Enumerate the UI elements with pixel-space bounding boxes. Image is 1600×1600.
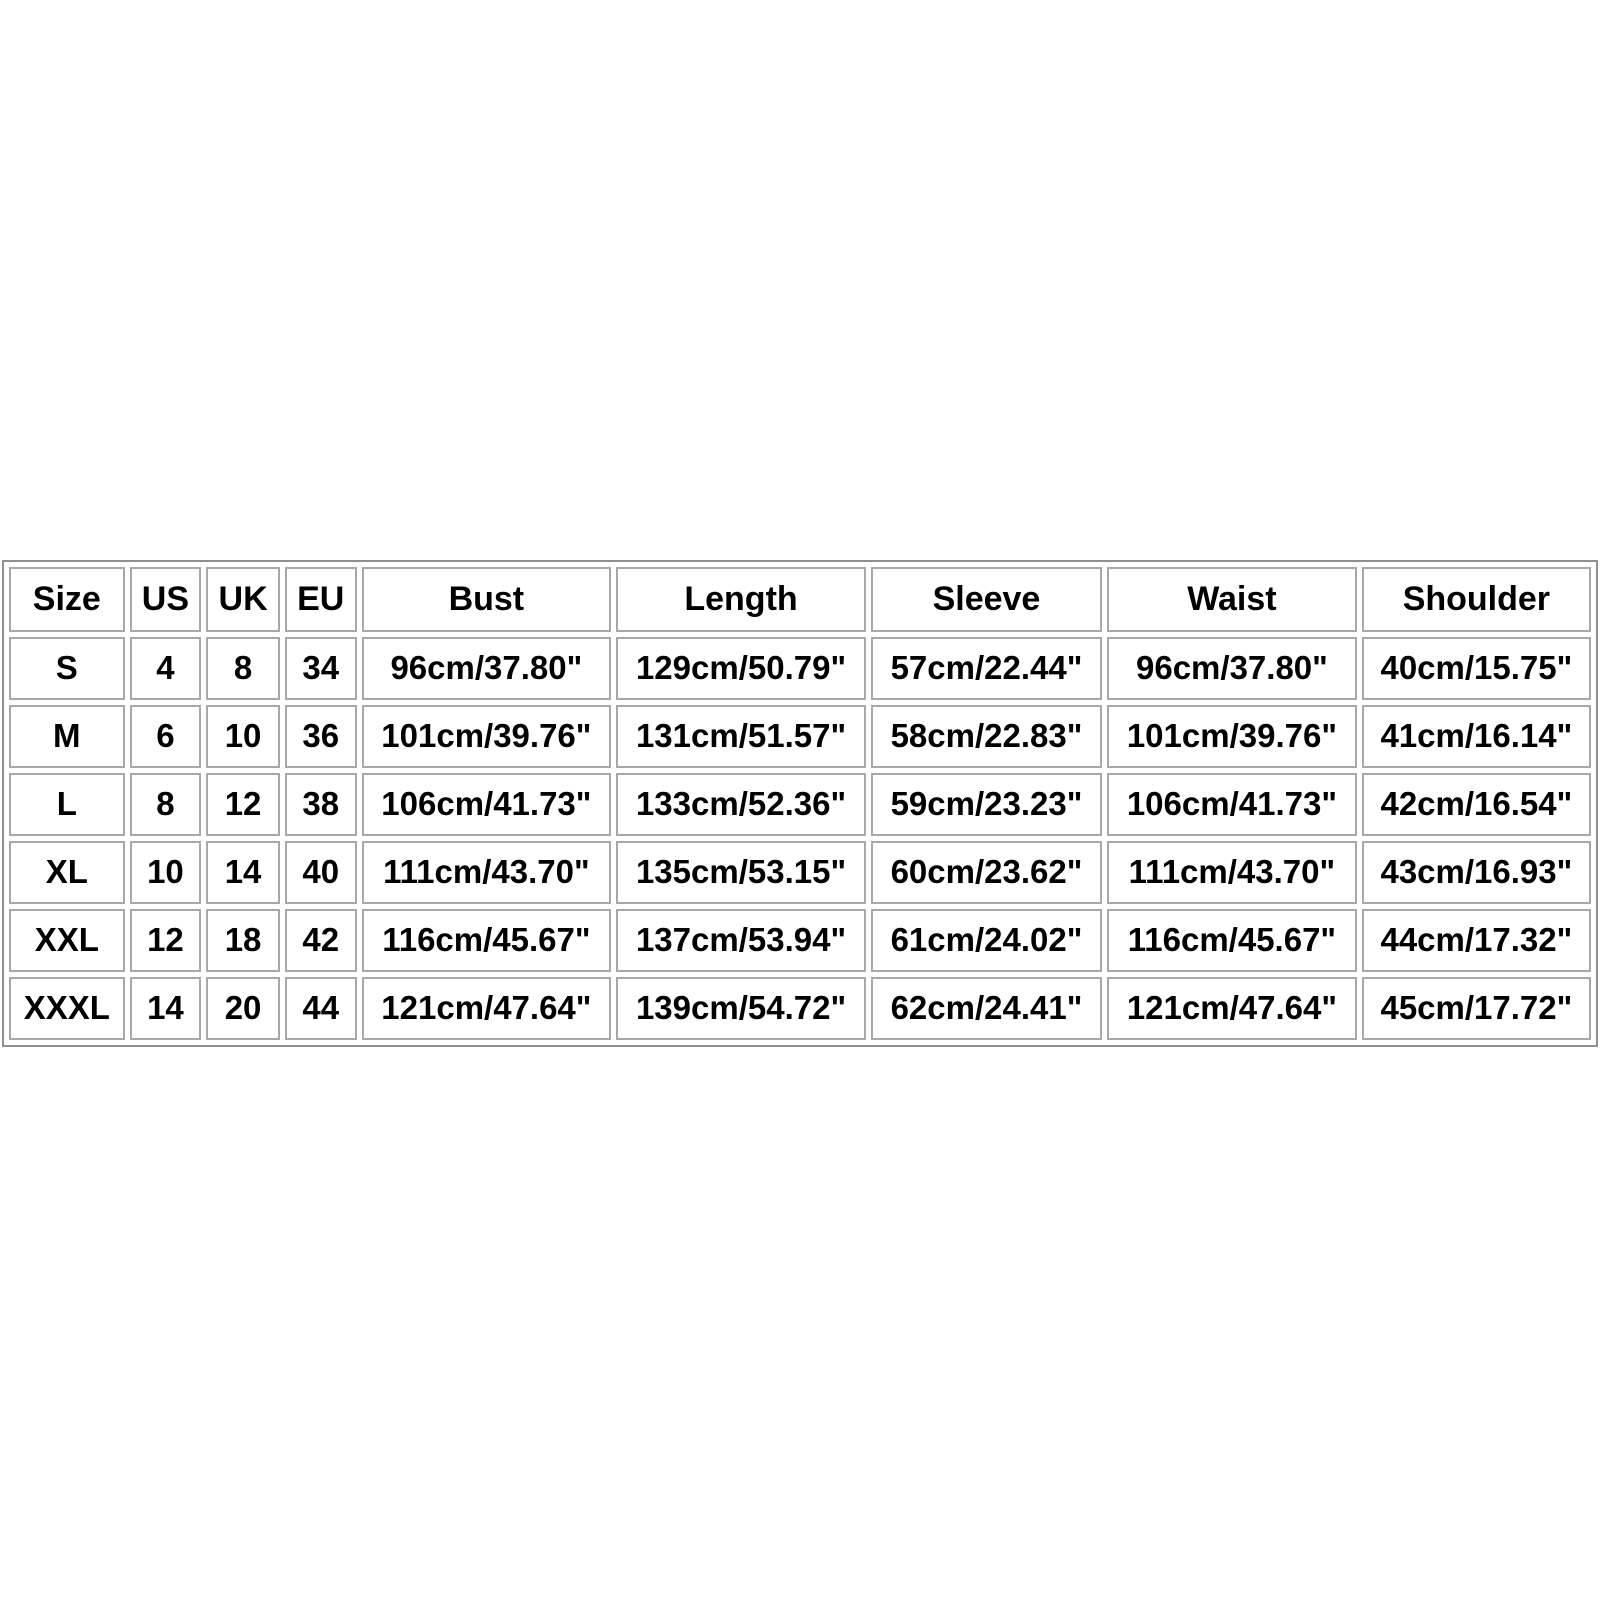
table-cell: 14	[129, 976, 202, 1040]
table-cell: 20	[206, 976, 280, 1040]
table-cell: 34	[284, 636, 357, 700]
table-cell: 101cm/39.76"	[1107, 704, 1357, 768]
table-cell: 18	[206, 908, 280, 972]
header-cell-eu: EU	[284, 567, 357, 632]
table-row: L 8 12 38 106cm/41.73" 133cm/52.36" 59cm…	[9, 772, 1591, 836]
header-cell-length: Length	[616, 567, 866, 632]
table-cell: 139cm/54.72"	[616, 976, 866, 1040]
table-cell: 42cm/16.54"	[1361, 772, 1591, 836]
table-cell: 60cm/23.62"	[870, 840, 1103, 904]
size-chart: Size US UK EU Bust Length Sleeve Waist S…	[2, 560, 1598, 1047]
table-cell: 12	[129, 908, 202, 972]
table-cell: 121cm/47.64"	[361, 976, 612, 1040]
table-cell: 43cm/16.93"	[1361, 840, 1591, 904]
table-cell: 61cm/24.02"	[870, 908, 1103, 972]
header-cell-size: Size	[9, 567, 125, 632]
size-chart-table: Size US UK EU Bust Length Sleeve Waist S…	[4, 562, 1596, 1045]
table-cell: XL	[9, 840, 125, 904]
header-cell-uk: UK	[206, 567, 280, 632]
table-cell: 129cm/50.79"	[616, 636, 866, 700]
table-header-row: Size US UK EU Bust Length Sleeve Waist S…	[9, 567, 1591, 632]
table-cell: 14	[206, 840, 280, 904]
table-row: XL 10 14 40 111cm/43.70" 135cm/53.15" 60…	[9, 840, 1591, 904]
table-cell: 62cm/24.41"	[870, 976, 1103, 1040]
table-cell: 106cm/41.73"	[361, 772, 612, 836]
table-cell: 44	[284, 976, 357, 1040]
table-cell: 4	[129, 636, 202, 700]
table-cell: 137cm/53.94"	[616, 908, 866, 972]
table-cell: 116cm/45.67"	[1107, 908, 1357, 972]
header-cell-sleeve: Sleeve	[870, 567, 1103, 632]
table-cell: 42	[284, 908, 357, 972]
table-cell: 131cm/51.57"	[616, 704, 866, 768]
table-cell: 12	[206, 772, 280, 836]
table-row: S 4 8 34 96cm/37.80" 129cm/50.79" 57cm/2…	[9, 636, 1591, 700]
table-cell: 44cm/17.32"	[1361, 908, 1591, 972]
table-cell: 59cm/23.23"	[870, 772, 1103, 836]
table-cell: 40cm/15.75"	[1361, 636, 1591, 700]
table-cell: 106cm/41.73"	[1107, 772, 1357, 836]
table-cell: 121cm/47.64"	[1107, 976, 1357, 1040]
table-row: XXL 12 18 42 116cm/45.67" 137cm/53.94" 6…	[9, 908, 1591, 972]
table-cell: 58cm/22.83"	[870, 704, 1103, 768]
table-cell: 96cm/37.80"	[1107, 636, 1357, 700]
table-cell: 38	[284, 772, 357, 836]
table-row: XXXL 14 20 44 121cm/47.64" 139cm/54.72" …	[9, 976, 1591, 1040]
header-cell-shoulder: Shoulder	[1361, 567, 1591, 632]
table-cell: 10	[206, 704, 280, 768]
table-cell: L	[9, 772, 125, 836]
table-cell: 10	[129, 840, 202, 904]
table-cell: 45cm/17.72"	[1361, 976, 1591, 1040]
table-cell: 36	[284, 704, 357, 768]
table-cell: S	[9, 636, 125, 700]
table-cell: 40	[284, 840, 357, 904]
table-cell: 111cm/43.70"	[361, 840, 612, 904]
table-cell: 135cm/53.15"	[616, 840, 866, 904]
table-cell: 111cm/43.70"	[1107, 840, 1357, 904]
table-cell: 41cm/16.14"	[1361, 704, 1591, 768]
table-row: M 6 10 36 101cm/39.76" 131cm/51.57" 58cm…	[9, 704, 1591, 768]
header-cell-waist: Waist	[1107, 567, 1357, 632]
table-cell: XXL	[9, 908, 125, 972]
header-cell-bust: Bust	[361, 567, 612, 632]
table-cell: 8	[129, 772, 202, 836]
table-cell: 96cm/37.80"	[361, 636, 612, 700]
table-cell: 133cm/52.36"	[616, 772, 866, 836]
header-cell-us: US	[129, 567, 202, 632]
table-cell: XXXL	[9, 976, 125, 1040]
table-cell: 116cm/45.67"	[361, 908, 612, 972]
table-cell: M	[9, 704, 125, 768]
table-cell: 6	[129, 704, 202, 768]
table-cell: 57cm/22.44"	[870, 636, 1103, 700]
table-cell: 8	[206, 636, 280, 700]
table-cell: 101cm/39.76"	[361, 704, 612, 768]
